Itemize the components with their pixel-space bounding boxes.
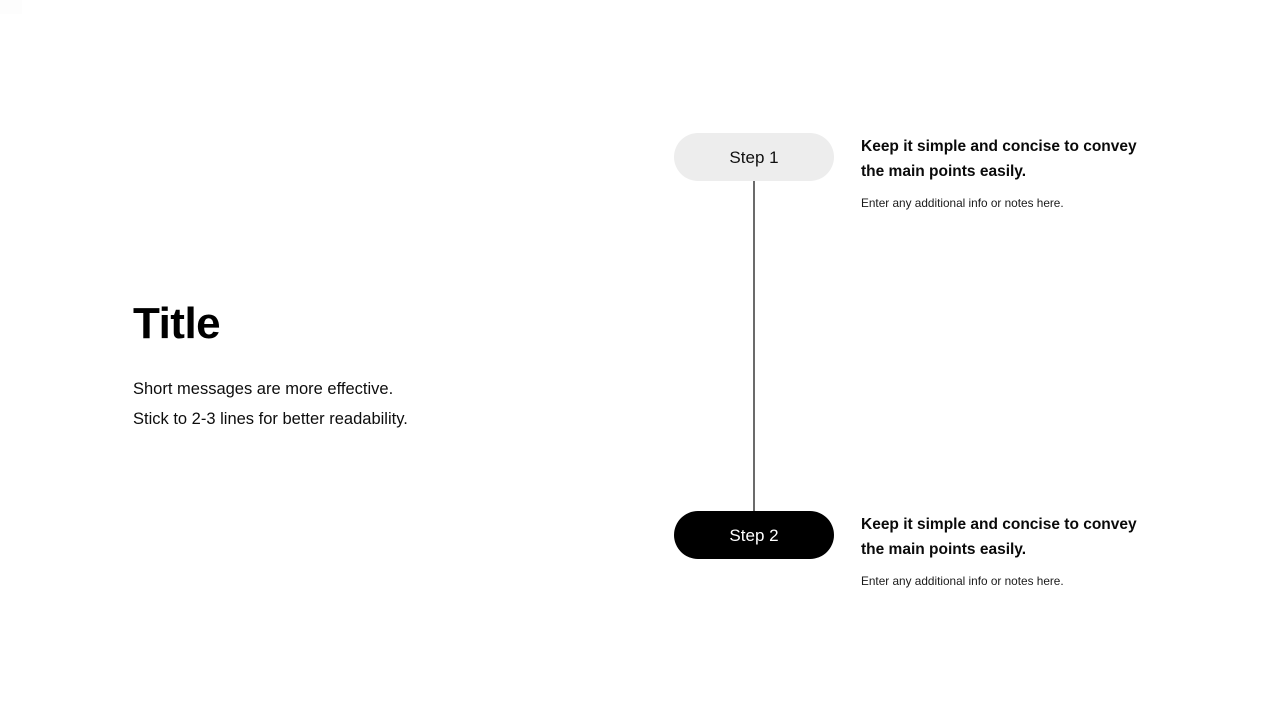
step-pill-1[interactable]: Step 1 — [674, 133, 834, 181]
timeline-step-2: Step 2 Keep it simple and concise to con… — [674, 511, 1154, 590]
step-2-heading: Keep it simple and concise to convey the… — [861, 516, 1137, 558]
intro-line-2: Stick to 2-3 lines for better readabilit… — [133, 410, 408, 428]
corner-artifact — [0, 0, 22, 14]
step-1-text-block: Keep it simple and concise to convey the… — [861, 133, 1153, 212]
step-pill-2[interactable]: Step 2 — [674, 511, 834, 559]
intro-line-1: Short messages are more effective. — [133, 380, 394, 398]
step-pill-1-label: Step 1 — [729, 147, 779, 167]
step-1-heading: Keep it simple and concise to convey the… — [861, 138, 1137, 180]
step-1-note: Enter any additional info or notes here. — [861, 196, 1064, 210]
step-pill-2-label: Step 2 — [729, 525, 779, 545]
timeline-connector-line — [753, 181, 755, 511]
intro-block: Title Short messages are more effective.… — [133, 296, 553, 434]
timeline-step-1: Step 1 Keep it simple and concise to con… — [674, 133, 1154, 212]
step-2-note: Enter any additional info or notes here. — [861, 574, 1064, 588]
step-2-text-block: Keep it simple and concise to convey the… — [861, 511, 1153, 590]
page-title: Title — [133, 299, 221, 348]
